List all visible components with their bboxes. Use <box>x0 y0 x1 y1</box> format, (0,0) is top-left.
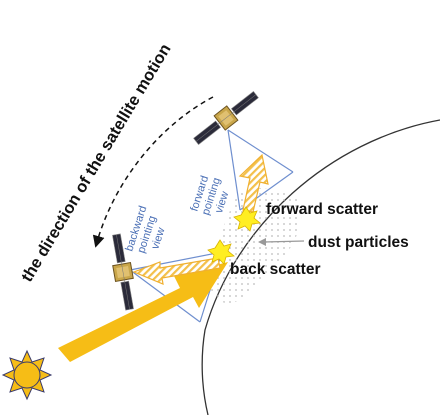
sun-icon <box>1 349 53 401</box>
forward-scatter-label: forward scatter <box>266 201 378 218</box>
forward-scatter-star <box>233 206 261 232</box>
dust-particles-label: dust particles <box>308 234 409 251</box>
back-scatter-star <box>207 239 235 265</box>
forward-satellite <box>193 91 259 145</box>
forward-scatter-arrow <box>238 153 269 213</box>
back-scatter-arrow <box>132 257 221 285</box>
dust-pointer-head <box>258 238 266 246</box>
forward-view-label: forward pointing view <box>188 174 231 216</box>
back-scatter-label: back scatter <box>230 261 320 278</box>
backward-satellite <box>112 233 134 311</box>
sunlight-arrow <box>58 262 228 362</box>
dust-pointer-line <box>263 240 305 243</box>
dust-particles-cloud <box>210 188 302 304</box>
motion-direction-arrow <box>92 96 214 248</box>
backward-view-label: backward pointing view <box>123 204 167 254</box>
